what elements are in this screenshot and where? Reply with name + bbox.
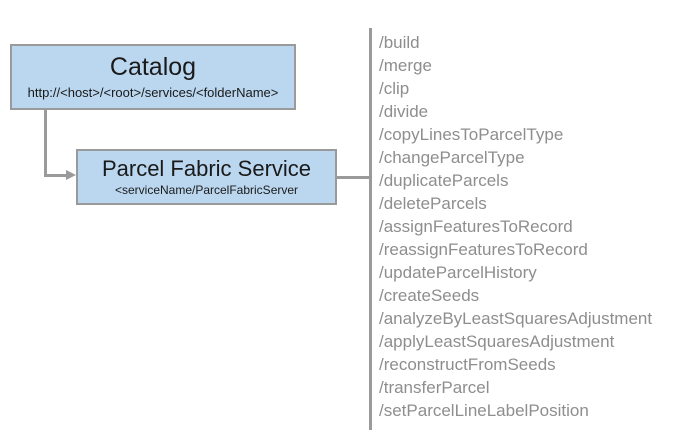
operation-list-item[interactable]: /duplicateParcels — [379, 171, 509, 190]
catalog-node-url: http://<host>/<root>/services/<folderNam… — [27, 84, 279, 100]
operation-list-item[interactable]: /assignFeaturesToRecord — [379, 217, 573, 236]
operation-list-item[interactable]: /deleteParcels — [379, 194, 487, 213]
connector-arrowhead-icon — [66, 170, 76, 180]
operation-list-item[interactable]: /build — [379, 33, 420, 52]
operations-divider-line — [369, 28, 372, 430]
operation-list-item[interactable]: /reconstructFromSeeds — [379, 355, 556, 374]
connector-service-to-operations — [337, 176, 370, 179]
operation-list-item[interactable]: /updateParcelHistory — [379, 263, 537, 282]
operation-list-item[interactable]: /createSeeds — [379, 286, 480, 305]
operations-list: /build/merge/clip/divide/copyLinesToParc… — [379, 31, 679, 422]
operation-list-item[interactable]: /divide — [379, 102, 429, 121]
catalog-node-title: Catalog — [109, 53, 197, 82]
operation-list-item[interactable]: /clip — [379, 79, 410, 98]
operation-list-item[interactable]: /copyLinesToParcelType — [379, 125, 564, 144]
operation-list-item[interactable]: /changeParcelType — [379, 148, 525, 167]
operation-list-item[interactable]: /transferParcel — [379, 378, 490, 397]
connector-vertical-segment — [44, 110, 47, 177]
operation-list-item[interactable]: /analyzeByLeastSquaresAdjustment — [379, 309, 653, 328]
operation-list-item[interactable]: /merge — [379, 56, 432, 75]
parcel-fabric-service-node-title: Parcel Fabric Service — [101, 156, 312, 182]
operation-list-item[interactable]: /applyLeastSquaresAdjustment — [379, 332, 615, 351]
parcel-fabric-service-node-path: <serviceName/ParcelFabricServer — [114, 182, 299, 197]
operation-list-item[interactable]: /setParcelLineLabelPosition — [379, 401, 589, 420]
connector-horizontal-segment — [44, 174, 68, 177]
parcel-fabric-service-node: Parcel Fabric Service <serviceName/Parce… — [76, 149, 337, 205]
operation-list-item[interactable]: /reassignFeaturesToRecord — [379, 240, 588, 259]
catalog-node: Catalog http://<host>/<root>/services/<f… — [10, 44, 296, 110]
